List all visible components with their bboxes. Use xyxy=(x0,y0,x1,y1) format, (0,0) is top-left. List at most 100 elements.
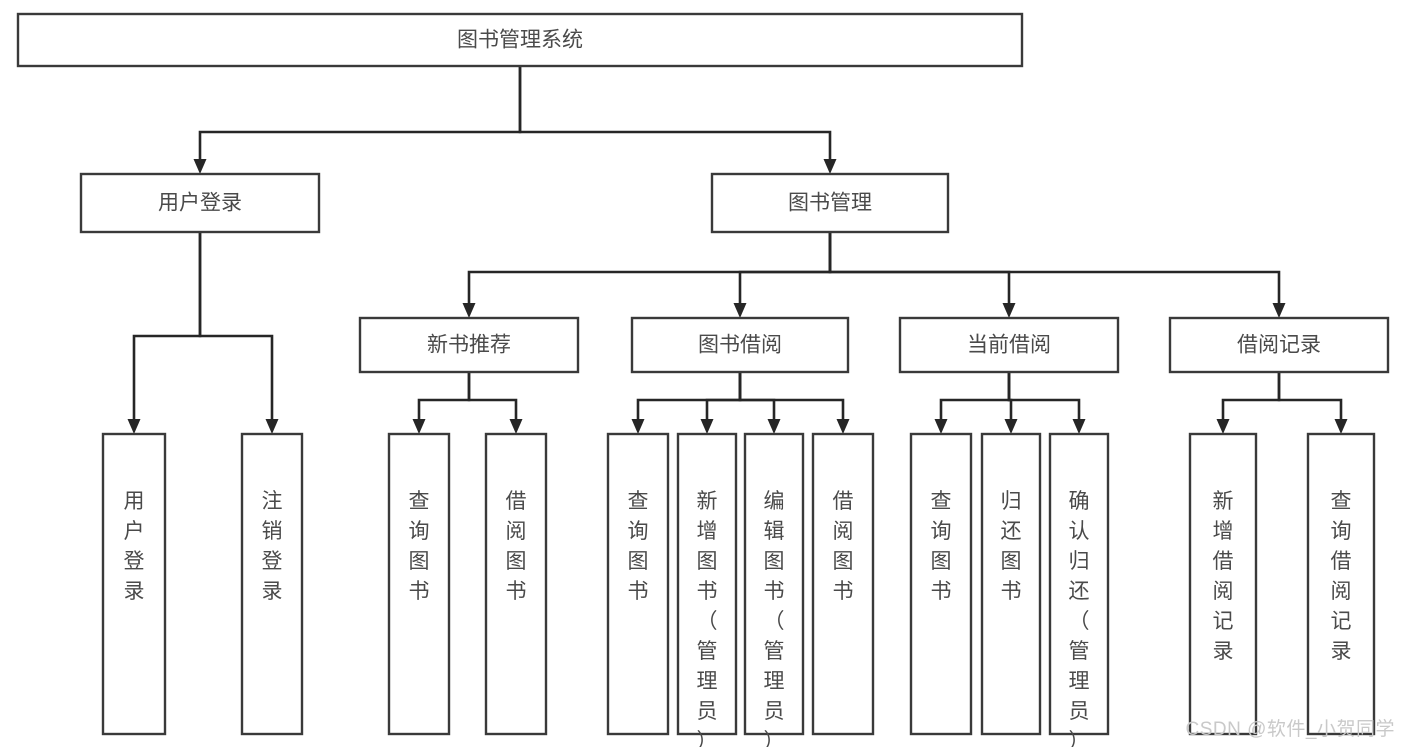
node-label: 注销登录 xyxy=(262,490,283,603)
connector-e-cb-leaf2 xyxy=(1004,372,1018,434)
node-current-borrow[interactable]: 当前借阅 xyxy=(898,316,1120,374)
arrow-head-icon xyxy=(836,419,850,434)
node-box xyxy=(16,12,1024,68)
node-label: 用户登录 xyxy=(124,490,145,603)
connector-e-nb-leaf1 xyxy=(412,372,471,434)
node-label: 归还图书 xyxy=(1001,490,1022,603)
connector-e-bm-book-borrow xyxy=(733,232,832,318)
node-label: 查询图书 xyxy=(931,490,952,603)
node-box xyxy=(630,316,850,374)
node-user-login[interactable]: 用户登录 xyxy=(79,172,321,234)
arrow-head-icon xyxy=(1004,419,1018,434)
node-box xyxy=(606,432,670,736)
node-box xyxy=(387,432,451,736)
node-layer: 图书管理系统用户登录图书管理新书推荐图书借阅当前借阅借阅记录用户登录注销登录查询… xyxy=(16,12,1390,747)
arrow-head-icon xyxy=(1272,303,1286,318)
node-leaf-logout-login[interactable]: 注销登录 xyxy=(240,432,304,736)
arrow-head-icon xyxy=(127,419,141,434)
node-box xyxy=(1048,432,1110,736)
arrow-head-icon xyxy=(412,419,426,434)
connector-e-br-leaf1 xyxy=(1216,372,1281,434)
node-borrow-record[interactable]: 借阅记录 xyxy=(1168,316,1390,374)
arrow-head-icon xyxy=(1334,419,1348,434)
connector-layer xyxy=(127,66,1348,434)
node-box xyxy=(358,316,580,374)
connector-e-bb-leaf1 xyxy=(631,372,742,434)
node-leaf-confirm-return[interactable]: 确认归还（管理员） xyxy=(1048,432,1110,747)
node-box xyxy=(240,432,304,736)
node-box xyxy=(909,432,973,736)
node-box xyxy=(1168,316,1390,374)
arrow-head-icon xyxy=(700,419,714,434)
node-label: 图书借阅 xyxy=(698,334,782,357)
node-box xyxy=(676,432,738,736)
arrow-head-icon xyxy=(1072,419,1086,434)
connector-e-bm-new-book xyxy=(462,232,832,318)
node-leaf-query-record[interactable]: 查询借阅记录 xyxy=(1306,432,1376,736)
node-label: 确认归还（管理员） xyxy=(1069,490,1090,747)
node-leaf-return-book[interactable]: 归还图书 xyxy=(980,432,1042,736)
node-label: 借阅记录 xyxy=(1237,334,1321,357)
connector-e-bb-leaf4 xyxy=(738,372,850,434)
node-leaf-borrow-book-1[interactable]: 借阅图书 xyxy=(484,432,548,736)
connector-e-nb-leaf2 xyxy=(467,372,523,434)
connector-e-ul-leaf1 xyxy=(127,232,202,434)
arrow-head-icon xyxy=(631,419,645,434)
connector-e-bb-leaf3 xyxy=(738,372,781,434)
node-box xyxy=(710,172,950,234)
node-box xyxy=(101,432,167,736)
node-leaf-user-login[interactable]: 用户登录 xyxy=(101,432,167,736)
node-label: 图书管理 xyxy=(788,192,872,215)
node-label: 新增图书（管理员） xyxy=(697,490,718,747)
arrow-head-icon xyxy=(733,303,747,318)
node-leaf-query-book-2[interactable]: 查询图书 xyxy=(606,432,670,736)
arrow-head-icon xyxy=(767,419,781,434)
arrow-head-icon xyxy=(509,419,523,434)
arrow-head-icon xyxy=(1002,303,1016,318)
node-label: 编辑图书（管理员） xyxy=(764,490,785,747)
node-box xyxy=(980,432,1042,736)
connector-e-cb-leaf1 xyxy=(934,372,1011,434)
connector-e-root-user-login xyxy=(193,66,522,174)
node-box xyxy=(484,432,548,736)
node-leaf-query-book-1[interactable]: 查询图书 xyxy=(387,432,451,736)
node-leaf-borrow-book-2[interactable]: 借阅图书 xyxy=(811,432,875,736)
node-label: 新增借阅记录 xyxy=(1213,490,1234,663)
node-label: 新书推荐 xyxy=(427,334,511,357)
connector-e-root-book-manage xyxy=(518,66,837,174)
node-box xyxy=(1306,432,1376,736)
node-label: 查询借阅记录 xyxy=(1331,490,1352,663)
node-label: 借阅图书 xyxy=(506,490,527,603)
connector-e-ul-leaf2 xyxy=(198,232,279,434)
connector-e-bm-borrow-record xyxy=(828,232,1286,318)
node-box xyxy=(79,172,321,234)
arrow-head-icon xyxy=(823,159,837,174)
node-leaf-add-book[interactable]: 新增图书（管理员） xyxy=(676,432,738,747)
node-label: 查询图书 xyxy=(409,490,430,603)
node-book-manage[interactable]: 图书管理 xyxy=(710,172,950,234)
arrow-head-icon xyxy=(462,303,476,318)
node-box xyxy=(898,316,1120,374)
node-leaf-add-record[interactable]: 新增借阅记录 xyxy=(1188,432,1258,736)
node-box xyxy=(1188,432,1258,736)
watermark-text: CSDN @软件_小贺同学 xyxy=(1185,719,1395,740)
node-root[interactable]: 图书管理系统 xyxy=(16,12,1024,68)
connector-e-cb-leaf3 xyxy=(1007,372,1086,434)
node-leaf-query-book-3[interactable]: 查询图书 xyxy=(909,432,973,736)
arrow-head-icon xyxy=(1216,419,1230,434)
arrow-head-icon xyxy=(193,159,207,174)
arrow-head-icon xyxy=(934,419,948,434)
node-leaf-edit-book[interactable]: 编辑图书（管理员） xyxy=(743,432,805,747)
connector-e-bm-current-borrow xyxy=(828,232,1016,318)
node-label: 图书管理系统 xyxy=(457,29,583,52)
node-new-book-recommend[interactable]: 新书推荐 xyxy=(358,316,580,374)
node-book-borrow[interactable]: 图书借阅 xyxy=(630,316,850,374)
connector-e-bb-leaf2 xyxy=(700,372,742,434)
connector-e-br-leaf2 xyxy=(1277,372,1348,434)
node-box xyxy=(743,432,805,736)
node-label: 查询图书 xyxy=(628,490,649,603)
node-label: 当前借阅 xyxy=(967,334,1051,357)
node-label: 借阅图书 xyxy=(833,490,854,603)
arrow-head-icon xyxy=(265,419,279,434)
